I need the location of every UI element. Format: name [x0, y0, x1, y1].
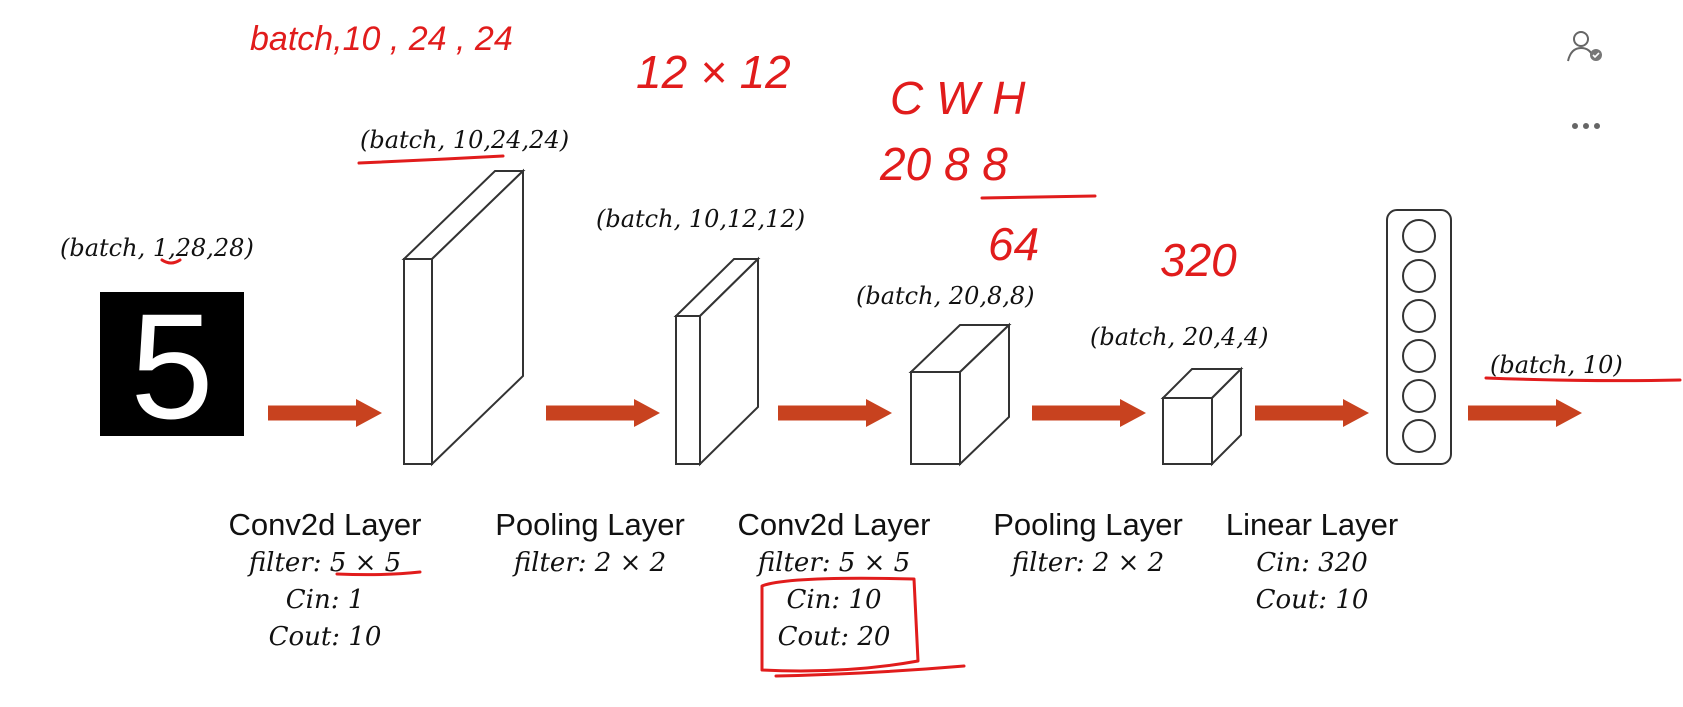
annotation-dims: 12 × 12 — [636, 46, 791, 98]
pool2-front-face — [1162, 397, 1213, 465]
layer-param: filter: 5 × 5 — [247, 548, 401, 578]
conv1-shape-label: (batch, 10,24,24) — [360, 126, 569, 154]
layer-param: filter: 2 × 2 — [1010, 548, 1164, 578]
layer-param: Cin: 10 — [786, 585, 881, 615]
arrow-6 — [1468, 399, 1582, 427]
pool2-block: (batch, 20,4,4) — [1090, 323, 1269, 467]
neuron-node — [1402, 259, 1436, 293]
layer-param: filter: 2 × 2 — [512, 548, 666, 578]
layer-param: Cin: 320 — [1256, 548, 1368, 578]
linear-block — [1386, 209, 1452, 465]
pool1-block: (batch, 10,12,12) — [596, 205, 805, 467]
underline-conv1-shape — [357, 154, 505, 165]
neuron-node — [1402, 419, 1436, 453]
linear-neurons — [1402, 219, 1436, 453]
layer-title: Conv2d Layer — [228, 507, 421, 542]
input-digit-image — [100, 292, 244, 436]
arrow-5 — [1255, 399, 1369, 427]
neuron-node — [1402, 299, 1436, 333]
layer-param: Cin: 1 — [286, 585, 365, 615]
annotation-header: C W H — [890, 72, 1026, 124]
annotation-product: 64 — [988, 218, 1039, 270]
conv1-block: (batch, 10,24,24) — [360, 126, 569, 467]
layer-label-2: Pooling Layer filter: 2 × 2 — [495, 507, 685, 578]
pool1-shape-label: (batch, 10,12,12) — [596, 205, 805, 233]
annotation-top-left: batch,10 , 24 , 24 — [250, 20, 513, 58]
conv1-front-face — [403, 258, 433, 465]
arrow-2 — [546, 399, 660, 427]
more-horizontal-icon[interactable] — [1572, 123, 1600, 129]
layer-title: Linear Layer — [1226, 507, 1398, 542]
conv1-side-face — [431, 168, 524, 467]
layer-title: Conv2d Layer — [737, 507, 930, 542]
layer-label-1: Conv2d Layer filter: 5 × 5 Cin: 1 Cout: 10 — [228, 507, 421, 652]
underline-conv2-box — [774, 664, 966, 678]
layer-label-4: Pooling Layer filter: 2 × 2 — [993, 507, 1183, 578]
pool1-front-face — [675, 315, 701, 465]
highlight-conv2-channels — [760, 576, 920, 673]
arrow-4 — [1032, 399, 1146, 427]
user-check-icon[interactable] — [1567, 31, 1602, 62]
arrow-3 — [778, 399, 892, 427]
layer-label-3: Conv2d Layer filter: 5 × 5 Cin: 10 Cout: 20 — [737, 507, 930, 652]
annotation-values: 20 8 8 — [879, 138, 1008, 190]
neuron-node — [1402, 339, 1436, 373]
underline-conv1-filter — [335, 570, 422, 577]
final-shape-label: (batch, 10) — [1490, 351, 1623, 379]
conv2-front-face — [910, 371, 961, 465]
annotation-divider — [980, 194, 1097, 200]
layer-param: Cout: 10 — [1256, 585, 1369, 615]
neuron-node — [1402, 219, 1436, 253]
input-block: 5 (batch, 1,28,28) — [60, 234, 254, 450]
neuron-node — [1402, 379, 1436, 413]
arrow-1 — [268, 399, 382, 427]
handwritten-annotations: batch,10 , 24 , 24 12 × 12 C W H 20 8 8 … — [160, 20, 1682, 678]
annotation-flatten: 320 — [1160, 234, 1237, 286]
layer-labels: Conv2d Layer filter: 5 × 5 Cin: 1 Cout: 10 P… — [228, 507, 1398, 652]
layer-param: Cout: 10 — [269, 622, 382, 652]
underline-input-channel — [160, 258, 182, 265]
pool2-shape-label: (batch, 20,4,4) — [1090, 323, 1269, 351]
conv2-block: (batch, 20,8,8) — [856, 282, 1035, 467]
conv2-shape-label: (batch, 20,8,8) — [856, 282, 1035, 310]
layer-param: filter: 5 × 5 — [756, 548, 910, 578]
layer-param: Cout: 20 — [778, 622, 891, 652]
input-digit-glyph: 5 — [130, 282, 213, 450]
input-shape-label: (batch, 1,28,28) — [60, 234, 254, 262]
layer-title: Pooling Layer — [993, 507, 1183, 542]
underline-final-shape — [1484, 376, 1682, 383]
layer-title: Pooling Layer — [495, 507, 685, 542]
